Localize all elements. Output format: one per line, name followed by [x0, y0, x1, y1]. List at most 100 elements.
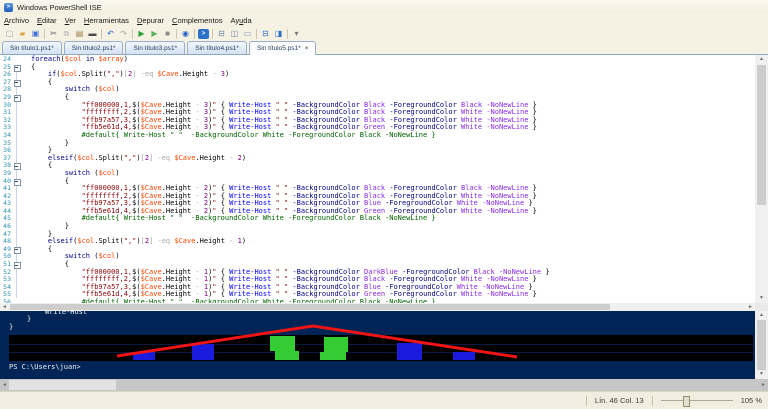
fold-margin: [11, 178, 31, 186]
zoom-slider-thumb[interactable]: [682, 396, 690, 407]
code-line-38: 38 {: [0, 162, 755, 171]
stop-operation-button[interactable]: ■: [165, 28, 170, 38]
zoom-slider[interactable]: [660, 395, 733, 407]
scroll-down-icon[interactable]: ▼: [759, 295, 764, 301]
line-number: 47: [3, 229, 11, 238]
cut-button[interactable]: ✂: [50, 28, 57, 38]
scroll-right-icon[interactable]: ►: [761, 382, 766, 388]
tab-close-icon[interactable]: ×: [304, 45, 309, 52]
menu-item-depurar[interactable]: Depurar: [136, 16, 165, 25]
fold-margin: [11, 109, 31, 117]
code-text: #default{ Write-Host " " -BackgroundColo…: [81, 298, 436, 303]
code-text: "ffb97a57,3,$($Cave.Height - 2)" { Write…: [81, 199, 533, 208]
tab-Sin título1.ps1*[interactable]: Sin título1.ps1*: [2, 41, 62, 54]
menu-item-complementos[interactable]: Complementos: [172, 16, 223, 25]
scroll-up-icon[interactable]: ▲: [759, 56, 764, 62]
new-script-button[interactable]: ▢: [5, 28, 14, 38]
fold-margin: [11, 170, 31, 178]
fold-margin: [11, 162, 31, 171]
line-number: 53: [3, 275, 11, 284]
paste-button[interactable]: ▤: [75, 28, 84, 38]
editor-vertical-scrollbar[interactable]: ▲ ▼: [755, 55, 768, 303]
code-line-43: 43 "ffb97a57,3,$($Cave.Height - 2)" { Wr…: [0, 199, 755, 208]
console-vscroll-thumb[interactable]: [757, 320, 766, 370]
fold-collapse-icon[interactable]: [14, 64, 21, 72]
fold-collapse-icon[interactable]: [14, 262, 21, 270]
fold-collapse-icon[interactable]: [14, 178, 21, 186]
fold-margin: [11, 56, 31, 64]
line-number: 36: [3, 146, 11, 155]
redo-button[interactable]: ↷: [120, 28, 127, 38]
code-text: }: [47, 229, 53, 238]
scroll-left-icon[interactable]: ◄: [2, 382, 7, 388]
open-script-button[interactable]: ▰: [19, 28, 26, 38]
fold-margin: [11, 269, 31, 277]
code-line-27: 27 {: [0, 78, 755, 87]
cave-block-blue-3: [397, 343, 422, 360]
toolbar-separator: [212, 28, 213, 39]
fold-margin: [11, 223, 31, 231]
show-script-pane-maximized-button[interactable]: ▭: [243, 28, 252, 38]
code-line-47: 47 }: [0, 229, 755, 239]
copy-button[interactable]: ⧉: [63, 28, 70, 38]
cave-block-green-2b: [320, 352, 346, 360]
tab-Sin título2.ps1*[interactable]: Sin título2.ps1*: [63, 41, 124, 54]
code-text: "ffffffff,2,$($Cave.Height - 1)" { Write…: [81, 275, 537, 284]
code-line-48: 48 elseif($col.Split(",")[2] -eq $Cave.H…: [0, 237, 755, 246]
menu-item-archivo[interactable]: Archivo: [4, 16, 30, 25]
scroll-left-icon[interactable]: ◄: [2, 303, 7, 310]
tab-Sin título5.ps1*[interactable]: Sin título5.ps1*×: [248, 41, 317, 55]
console-hscroll-thumb[interactable]: [9, 380, 116, 390]
cursor-position-label: Lín. 46 Col. 13: [594, 396, 644, 405]
fold-collapse-icon[interactable]: [14, 246, 21, 254]
tab-Sin título4.ps1*[interactable]: Sin título4.ps1*: [187, 41, 247, 54]
cave-block-blue-4: [453, 352, 475, 360]
scroll-right-icon[interactable]: ►: [748, 303, 753, 310]
code-line-30: 30 "ff000000,1,$($Cave.Height - 3)" { Wr…: [0, 101, 755, 110]
console-horizontal-scrollbar[interactable]: ◄ ►: [0, 379, 768, 391]
editor-vscroll-thumb[interactable]: [757, 65, 766, 205]
code-text: #default{ Write-Host " " -BackgroundColo…: [81, 130, 436, 139]
show-script-pane-top-button[interactable]: ⊟: [218, 28, 225, 38]
line-number: 55: [3, 290, 11, 299]
menu-item-ayuda[interactable]: Ayuda: [230, 16, 252, 25]
cave-block-green-1a: [270, 336, 295, 351]
clear-console-pane-button[interactable]: ▬: [88, 28, 97, 38]
console-vertical-scrollbar[interactable]: ▲ ▼: [755, 311, 768, 379]
script-pane-right-toggle-button[interactable]: ◨: [274, 28, 283, 38]
tab-Sin título3.ps1*[interactable]: Sin título3.ps1*: [125, 41, 186, 54]
run-selection-button[interactable]: ▶: [151, 28, 158, 38]
toolbar-overflow-button[interactable]: ▾: [294, 28, 299, 38]
editor-horizontal-scrollbar[interactable]: ◄ ►: [0, 303, 755, 311]
start-powershell-button[interactable]: >: [198, 28, 209, 39]
editor-hscroll-thumb[interactable]: [10, 304, 610, 310]
menu-item-editar[interactable]: Editar: [37, 16, 57, 25]
console-brace-outer: }: [9, 323, 14, 331]
scroll-down-icon[interactable]: ▼: [759, 371, 764, 377]
run-script-button[interactable]: ▶: [138, 28, 145, 38]
code-line-33: 33 "ffb5e61d,4,$($Cave.Height - 3)" { Wr…: [0, 124, 755, 132]
code-line-36: 36 }: [0, 146, 755, 155]
undo-button[interactable]: ↶: [107, 28, 114, 38]
fold-collapse-icon[interactable]: [14, 163, 21, 171]
fold-collapse-icon[interactable]: [14, 94, 21, 102]
script-pane-top-toggle-button[interactable]: ⊟: [262, 28, 269, 38]
show-script-pane-right-button[interactable]: ◫: [230, 28, 239, 38]
line-number: 39: [3, 168, 11, 177]
cave-block-blue-1: [133, 352, 155, 360]
menu-item-herramientas[interactable]: Herramientas: [83, 16, 129, 25]
toolbar-separator: [194, 28, 195, 39]
fold-collapse-icon[interactable]: [14, 79, 21, 87]
cave-block-green-1b: [275, 351, 299, 360]
fold-margin: [11, 193, 31, 201]
scroll-up-icon[interactable]: ▲: [759, 312, 764, 318]
menu-item-ver[interactable]: Ver: [64, 16, 76, 25]
save-button[interactable]: ▣: [31, 28, 40, 38]
console-pane[interactable]: Write-Host } } PS C:\Users\juan>: [0, 311, 755, 379]
console-prompt[interactable]: PS C:\Users\juan>: [9, 363, 81, 371]
code-line-32: 32 "ffb97a57,3,$($Cave.Height - 3)" { Wr…: [0, 116, 755, 125]
tab-label: Sin título3.ps1*: [133, 44, 178, 52]
new-remote-powershell-tab-button[interactable]: ◉: [182, 28, 189, 38]
